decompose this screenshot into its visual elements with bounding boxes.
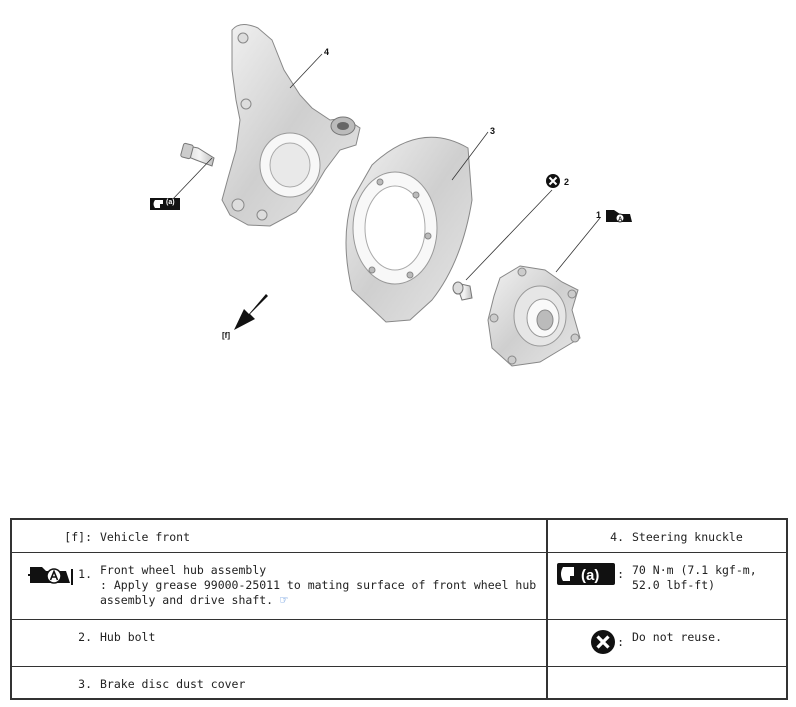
legend-cell-right: : Do not reuse. [546,619,788,667]
legend-desc [630,667,632,677]
legend-key: (a) : [548,553,630,587]
brake-disc-dust-cover [345,136,473,323]
legend-table: [f]: Vehicle front 4. Steering knuckle [10,518,788,700]
legend-key: 2. [78,630,92,644]
callout-torque-a: (a) [166,199,175,206]
legend-row: [f]: Vehicle front 4. Steering knuckle [10,518,788,553]
legend-desc: Do not reuse. [632,630,723,644]
diagram-drawing: A [150,24,632,367]
legend-cell-right [546,666,788,700]
do-not-reuse-icon [546,174,560,188]
grease-a-icon [28,567,74,585]
steering-knuckle [221,24,361,227]
exploded-diagram: A 4 3 2 1 (a) [f] [150,24,632,367]
legend-desc-text: assembly and drive shaft. [100,593,274,607]
callout-front: [f] [222,331,230,340]
grease-a-icon: A [606,210,632,223]
svg-text:A: A [618,217,623,223]
legend-key-number: 1. [78,566,92,581]
legend-desc-line: assembly and drive shaft. ☞ [100,593,536,608]
hub-bolt [452,281,473,301]
legend-key-colon: : [617,566,624,581]
torque-a-icon [150,198,180,210]
torque-a-label: (a) [581,567,599,584]
legend-cell-left: 2. Hub bolt [10,619,548,667]
legend-desc: Hub bolt [100,630,156,644]
callout-3: 3 [490,126,496,136]
front-wheel-hub-assembly [487,265,581,367]
legend-key: 1. [12,553,98,587]
do-not-reuse-icon [591,630,616,654]
legend-desc-line: 70 N·m (7.1 kgf-m, [632,563,757,577]
legend-desc: Vehicle front [100,530,191,544]
legend-desc: Steering knuckle [632,530,743,544]
legend-row: 3. Brake disc dust cover [10,666,788,700]
legend-desc-line: Front wheel hub assembly [100,563,267,577]
knuckle-bolt [180,142,215,167]
torque-a-icon: (a) [557,563,616,585]
front-arrow-icon [234,294,268,330]
legend-desc-line: : Apply grease 99000-25011 to mating sur… [100,578,537,592]
legend-cell-right: (a) : 70 N·m (7.1 kgf-m, 52.0 lbf-ft) [546,552,788,620]
legend-key [548,667,630,677]
callout-2: 2 [564,177,570,187]
legend-row: 2. Hub bolt : Do not reuse. [10,619,788,667]
legend-desc: 70 N·m (7.1 kgf-m, 52.0 lbf-ft) [630,553,757,593]
legend-cell-right: 4. Steering knuckle [546,518,788,553]
legend-cell-left: 3. Brake disc dust cover [10,666,548,700]
legend-desc: Front wheel hub assembly : Apply grease … [98,553,536,608]
legend-desc-line: 52.0 lbf-ft) [632,578,716,592]
legend-key: : [548,620,630,656]
legend-key: 3. [78,677,92,691]
legend-cell-left: [f]: Vehicle front [10,518,548,553]
legend-key: 4. [610,530,624,544]
leader-lines [171,53,601,281]
legend-row: 1. Front wheel hub assembly : Apply grea… [10,552,788,620]
reference-link-icon[interactable]: ☞ [280,593,288,608]
legend-cell-left: 1. Front wheel hub assembly : Apply grea… [10,552,548,620]
callout-1: 1 [596,210,602,220]
legend-desc: Brake disc dust cover [100,677,246,691]
legend-key: [f]: [64,530,92,544]
callout-4: 4 [324,47,330,57]
legend-key-colon: : [617,634,624,649]
